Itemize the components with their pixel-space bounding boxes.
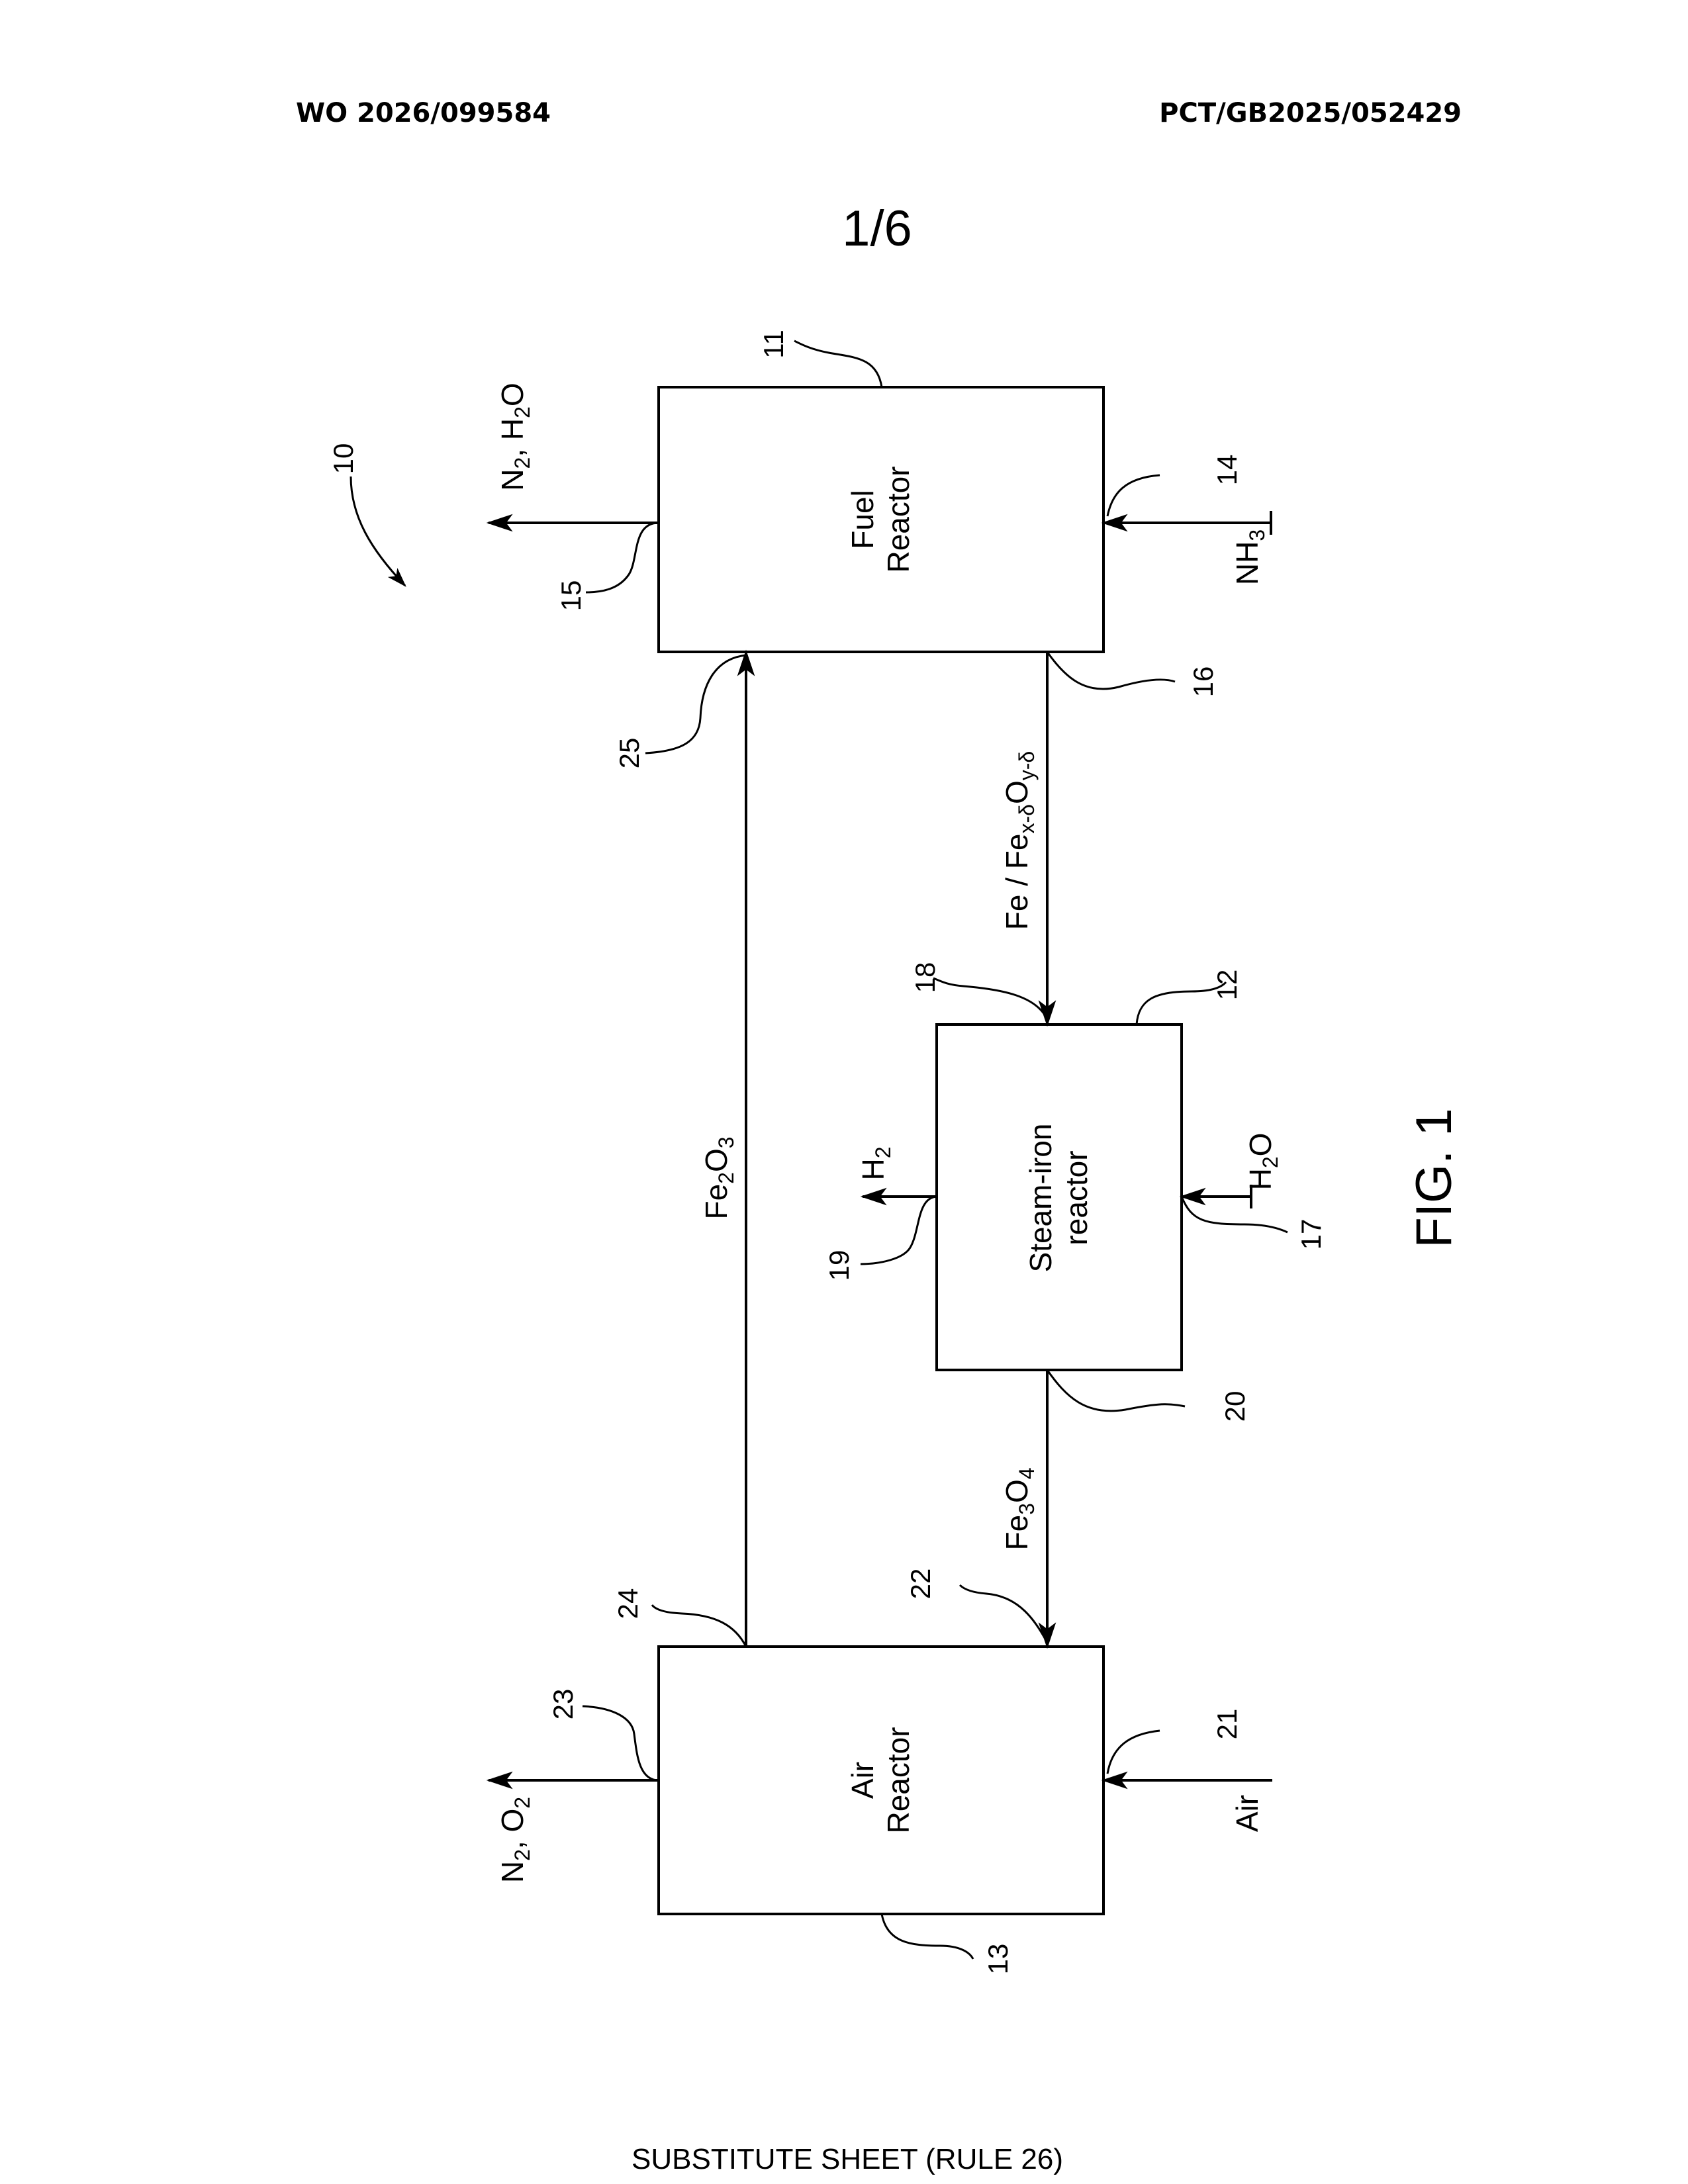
fuel-to-steam-label: Fe / Fex-δOy-δ	[1000, 751, 1039, 930]
leader-15	[586, 523, 659, 592]
fe3o4-sub1: 3	[1015, 1503, 1039, 1515]
fuel-outlet-h-sub: 2	[510, 406, 534, 418]
fe2o3-o: O	[699, 1148, 733, 1172]
ref-15: 15	[555, 580, 586, 612]
ref-20: 20	[1219, 1391, 1250, 1422]
fuel-reactor-label-line1: Fuel	[845, 490, 880, 549]
fe3o4-sub2: 4	[1015, 1467, 1039, 1479]
ref-16: 16	[1188, 666, 1219, 698]
leader-20	[1047, 1370, 1185, 1411]
fe3o4-o: O	[1000, 1479, 1034, 1503]
figure-label: FIG. 1	[1406, 1108, 1462, 1248]
fe2o3-sub1: 2	[714, 1172, 738, 1184]
ref-22: 22	[905, 1569, 936, 1600]
ref-25: 25	[614, 738, 645, 769]
steam-iron-reactor-label-line2: reactor	[1059, 1150, 1094, 1245]
fe3o4-fe: Fe	[1000, 1515, 1034, 1551]
svg-text:N2, O2: N2, O2	[495, 1797, 534, 1883]
air-inlet-label: Air	[1230, 1795, 1264, 1832]
svg-text:NH3: NH3	[1230, 529, 1269, 585]
svg-text:H2O: H2O	[1243, 1133, 1282, 1191]
fuel-inlet-label: NH3	[1230, 529, 1269, 585]
leader-17	[1182, 1197, 1288, 1232]
leader-22	[960, 1585, 1047, 1643]
page-footer: SUBSTITUTE SHEET (RULE 26)	[0, 2143, 1688, 2176]
fe-pre: Fe / Fe	[1000, 834, 1034, 931]
water-o: O	[1243, 1133, 1278, 1157]
air-outlet-label: N2, O2	[495, 1797, 534, 1883]
fuel-inlet-nh: NH	[1230, 541, 1264, 585]
water-h: H	[1243, 1168, 1278, 1190]
air-reactor-label-line2: Reactor	[881, 1727, 915, 1833]
svg-text:H2: H2	[856, 1146, 895, 1180]
leader-19	[861, 1197, 937, 1264]
svg-text:Fe / Fex-δOy-δ: Fe / Fex-δOy-δ	[1000, 751, 1039, 930]
leader-24	[652, 1605, 746, 1647]
leader-23	[583, 1706, 659, 1780]
fe-sub1: x-δ	[1015, 804, 1039, 833]
fuel-outlet-n-sub: 2	[510, 457, 534, 469]
system-arrow	[351, 477, 405, 586]
ref-23: 23	[547, 1689, 579, 1720]
h2-base: H	[856, 1158, 890, 1180]
fuel-outlet-label: N2, H2O	[495, 383, 534, 490]
ref-18: 18	[910, 962, 941, 993]
steam-water-label: H2O	[1243, 1133, 1282, 1191]
ref-13: 13	[982, 1944, 1013, 1975]
air-outlet-sep: , O	[495, 1809, 530, 1849]
ref-12: 12	[1211, 970, 1243, 1001]
leader-16	[1047, 652, 1175, 689]
air-outlet-n: N	[495, 1861, 530, 1883]
leader-13	[882, 1914, 973, 1959]
fuel-reactor-label-line2: Reactor	[881, 466, 915, 572]
ref-21: 21	[1211, 1709, 1243, 1740]
leader-21	[1107, 1731, 1160, 1774]
svg-text:N2, H2O: N2, H2O	[495, 383, 534, 490]
fuel-inlet-sub: 3	[1245, 529, 1269, 541]
h2-sub: 2	[871, 1146, 895, 1158]
air-to-fuel-label: Fe2O3	[699, 1136, 738, 1219]
steam-to-air-label: Fe3O4	[1000, 1467, 1039, 1550]
air-reactor-label-line1: Air	[845, 1762, 880, 1799]
leader-25	[645, 655, 746, 753]
leader-11	[794, 341, 882, 387]
fe2o3-sub2: 3	[714, 1136, 738, 1148]
air-inlet-text: Air	[1230, 1795, 1264, 1832]
hydrogen-label: H2	[856, 1146, 895, 1180]
ref-19: 19	[823, 1250, 855, 1281]
fe-mid: O	[1000, 780, 1034, 804]
steam-iron-reactor-label-line1: Steam-iron	[1023, 1124, 1058, 1273]
fuel-outlet-n: N	[495, 469, 530, 490]
fe-sub2: y-δ	[1015, 751, 1039, 780]
ref-24: 24	[612, 1588, 643, 1619]
ref-17: 17	[1295, 1219, 1327, 1250]
svg-text:Fe2O3: Fe2O3	[699, 1136, 738, 1219]
svg-text:Fe3O4: Fe3O4	[1000, 1467, 1039, 1550]
ref-10: 10	[328, 443, 359, 475]
water-sub: 2	[1258, 1156, 1282, 1168]
ref-11: 11	[758, 330, 789, 359]
leader-14	[1107, 475, 1160, 516]
fe2o3-fe: Fe	[699, 1184, 733, 1220]
fuel-outlet-o: O	[495, 383, 530, 406]
air-outlet-n-sub: 2	[510, 1849, 534, 1861]
air-outlet-o-sub: 2	[510, 1797, 534, 1809]
leader-18	[933, 978, 1047, 1019]
ref-14: 14	[1211, 455, 1243, 486]
fuel-outlet-sep: , H	[495, 418, 530, 457]
